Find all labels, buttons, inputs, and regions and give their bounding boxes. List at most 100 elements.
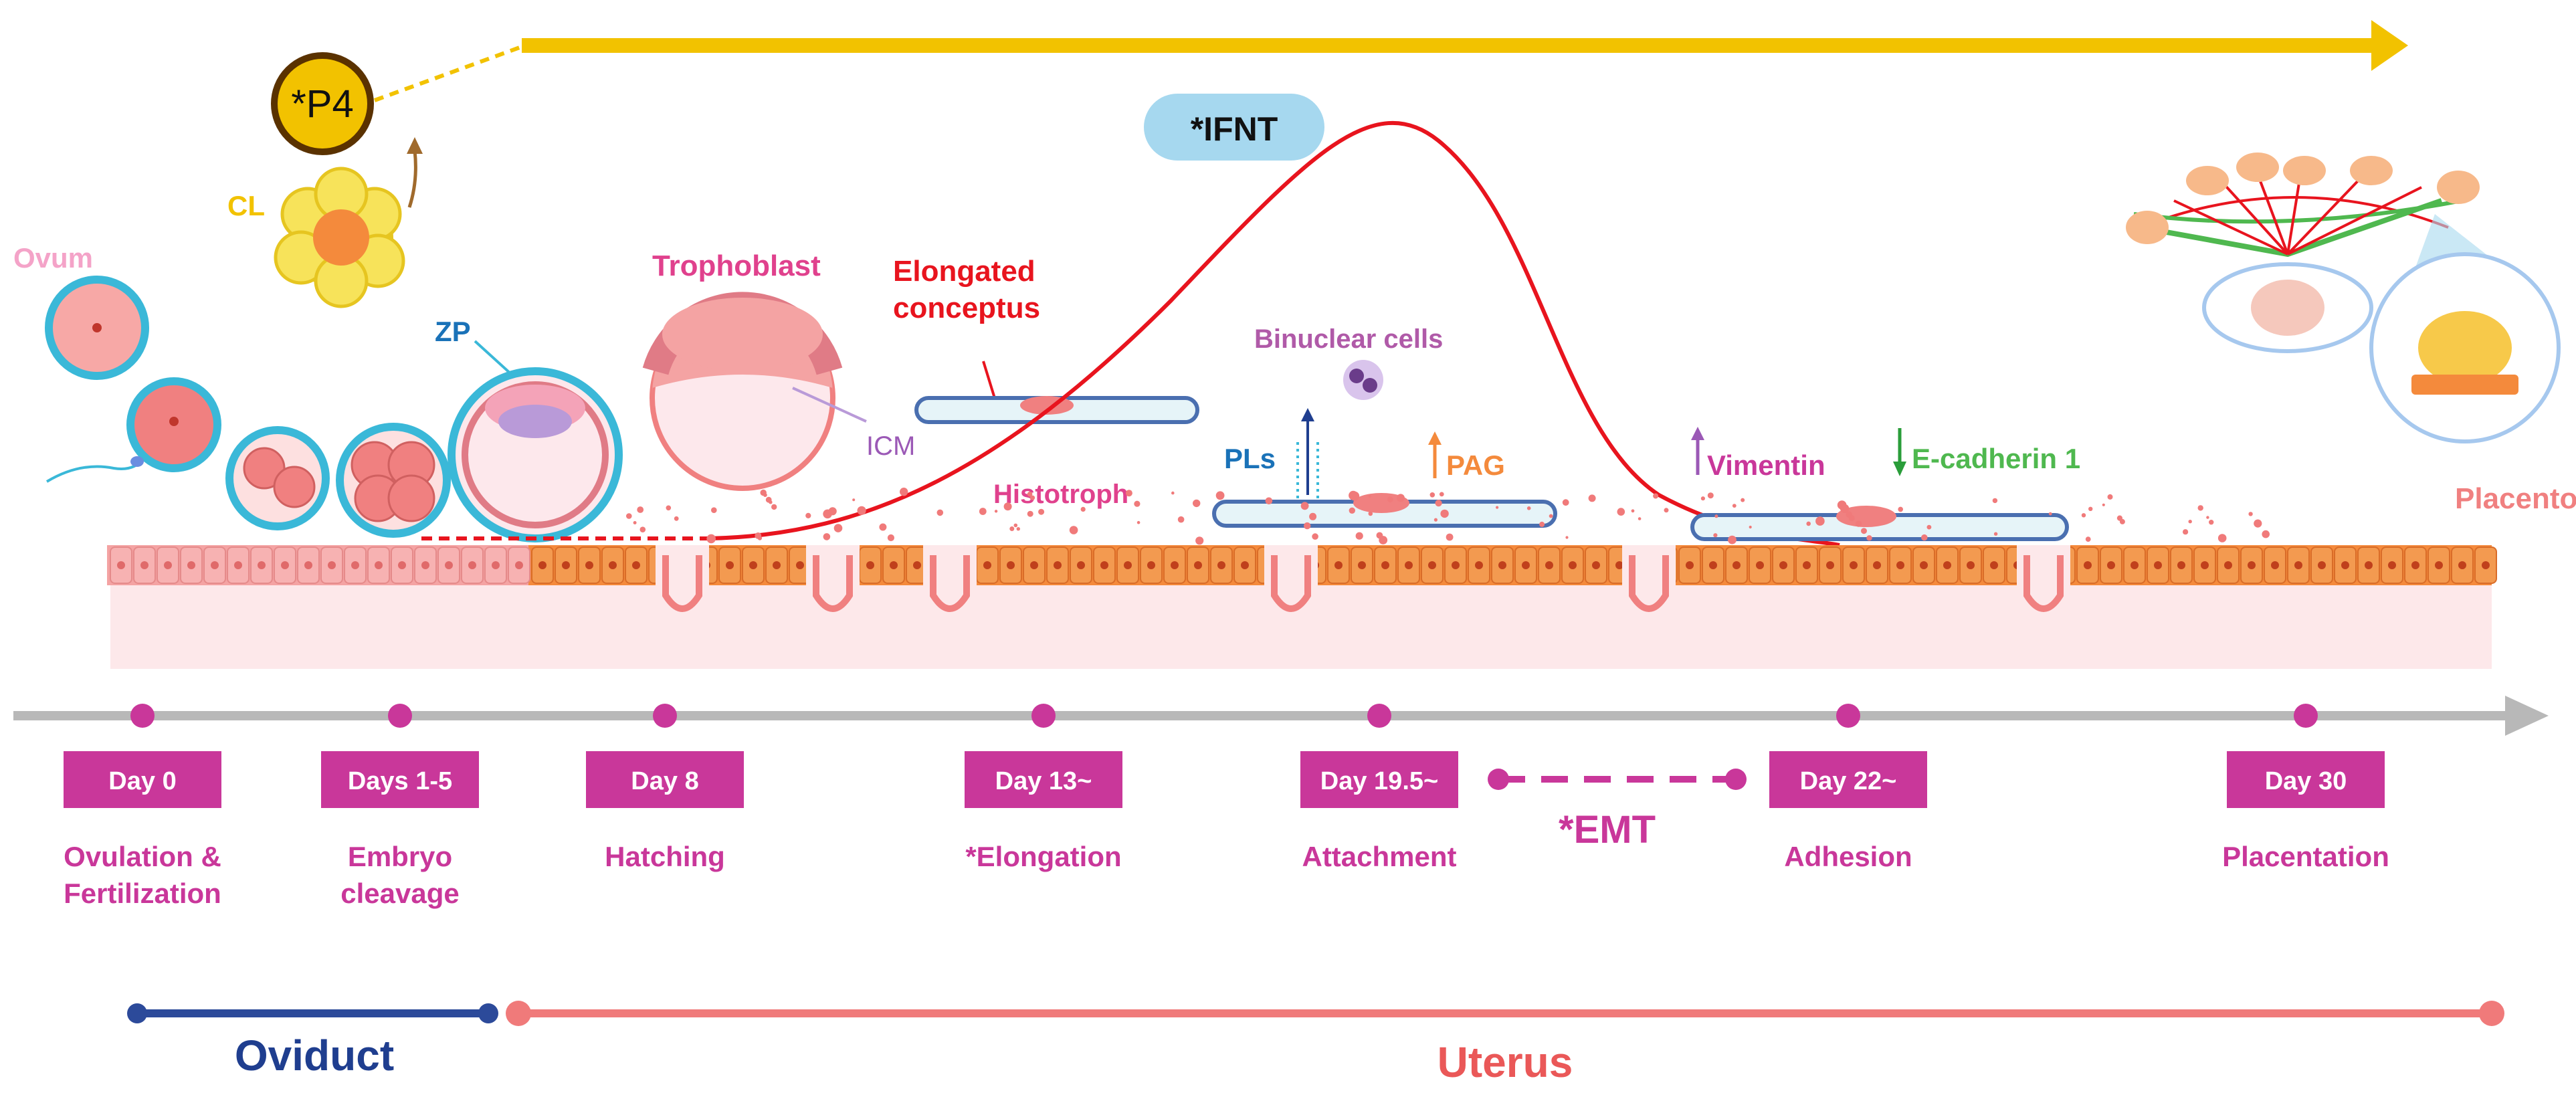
cl-arrowhead [407,137,423,154]
histotroph-dot [1304,522,1311,530]
histotroph-dot [771,504,777,510]
cell-nucleus [1943,561,1951,569]
cell-nucleus [1241,561,1249,569]
histotroph-dot [1861,528,1867,534]
cell-nucleus [562,561,570,569]
stage-event-label: Embryo [348,841,452,872]
cell-nucleus [2271,561,2279,569]
cell-nucleus [211,561,219,569]
stage-event-label: Attachment [1302,841,1456,872]
day-label: Day 22~ [1800,767,1897,795]
cell-nucleus [1475,561,1483,569]
cell-nucleus [1686,561,1694,569]
timeline-marker [1367,704,1391,728]
cell-nucleus [258,561,266,569]
cell-nucleus [2248,561,2256,569]
cell-nucleus [2482,561,2490,569]
day-label: Day 8 [631,767,698,795]
binuclear-label: Binuclear cells [1254,324,1443,354]
histotroph-dot [1136,520,1141,524]
cell-nucleus [2458,561,2466,569]
ifnt-curve [708,120,1840,547]
histotroph-dot [1368,494,1372,498]
histotroph-dot [1815,516,1825,526]
pls-label: PLs [1224,443,1276,474]
cell-nucleus [1171,561,1179,569]
histotroph-dot [1029,495,1035,500]
histotroph-dot [1840,504,1850,513]
histotroph-dot [1549,514,1553,518]
histotroph-dot [1565,536,1569,539]
uterine-gland [1629,555,1669,612]
uterus-label: Uterus [1438,1038,1573,1086]
histotroph-dot [1562,499,1569,506]
cell-nucleus [1452,561,1460,569]
pag-label: PAG [1446,449,1505,481]
ifnt-label: *IFNT [1191,110,1278,148]
histotroph-dot [1080,506,1086,512]
cell-nucleus [538,561,547,569]
histotroph-dot [1631,509,1635,513]
histotroph-dot [2183,529,2189,535]
histotroph-dot [1728,535,1737,544]
cell-nucleus [1545,561,1553,569]
cell-nucleus [1405,561,1413,569]
histotroph-dots [626,488,2270,545]
timeline-marker [388,704,412,728]
histotroph-dot [1638,517,1642,520]
vimentin-up-arrow-icon [1691,427,1704,475]
histotroph-dot [1714,514,1718,518]
histotroph-dot [666,505,672,511]
pag-up-arrow-icon [1428,431,1442,478]
cell-nucleus [492,561,500,569]
cell-nucleus [726,561,734,569]
histotroph-dot [633,521,637,524]
adhering-conceptus-icon [1690,506,2069,541]
histotroph-dot [2107,494,2113,500]
cell-nucleus [1615,561,1623,569]
histotroph-dot [1439,492,1444,497]
stage-event-label: cleavage [340,878,459,909]
timeline-axis [13,696,2549,736]
histotroph-dot [1617,508,1625,516]
histotroph-dot [1446,533,1454,541]
histotroph-dot [1193,499,1201,508]
histotroph-dot [2217,534,2227,542]
cell-nucleus [1896,561,1904,569]
cell-nucleus [1124,561,1132,569]
histotroph-dot [1993,532,1998,536]
icm-label: ICM [866,431,915,461]
histotroph-dot [1379,536,1388,544]
cell-nucleus [1077,561,1085,569]
histotroph-dot [1177,516,1185,523]
cell-nucleus [2435,561,2443,569]
cell-nucleus [2201,561,2209,569]
placentome-icon [2126,153,2561,443]
cell-nucleus [1428,561,1436,569]
oviduct-label: Oviduct [235,1031,394,1080]
histotroph-dot [1713,533,1718,538]
cell-nucleus [1054,561,1062,569]
histotroph-dot [1312,533,1318,540]
cell-nucleus [609,561,617,569]
day-badge [2227,751,2385,808]
cell-nucleus [1826,561,1834,569]
histotroph-dot [1700,496,1705,501]
histotroph-dot [1016,527,1021,531]
histotroph-dot [1435,500,1442,507]
cell-nucleus [515,561,523,569]
timeline-stage: Day 13~*Elongation [965,704,1122,872]
histotroph-dot [1027,492,1033,497]
cell-nucleus [2084,561,2092,569]
histotroph-dot [1588,494,1596,502]
cell-nucleus [2388,561,2396,569]
uterine-epithelium [107,545,2497,669]
histotroph-dot [1265,497,1273,505]
histotroph-dot [805,512,811,519]
histotroph-dot [1009,526,1015,531]
